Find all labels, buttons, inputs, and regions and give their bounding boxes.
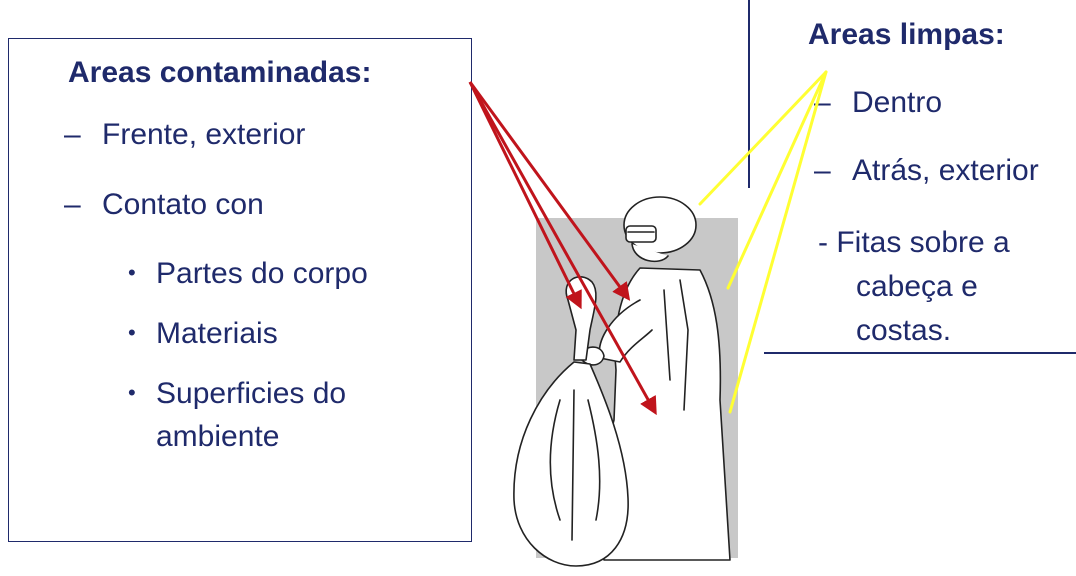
- contaminated-item-contact-label: Contato con: [102, 188, 264, 221]
- clean-item-back: –Atrás, exterior: [814, 152, 1039, 190]
- contaminated-areas-box: [8, 38, 472, 542]
- contaminated-sub-surfaces-line2: ambiente: [156, 420, 280, 453]
- clean-item-ties-line1: - Fitas sobre a: [818, 226, 1010, 259]
- worker-figure-icon: [513, 196, 738, 567]
- contaminated-sub-surfaces: • Superficies do: [128, 374, 346, 413]
- bullet: •: [128, 260, 136, 285]
- contaminated-arrows: [468, 81, 657, 416]
- clean-lines: [698, 70, 828, 414]
- contaminated-title: Areas contaminadas:: [68, 56, 372, 89]
- arrow-to-front: [468, 81, 657, 416]
- clean-box-border-left: [748, 0, 750, 188]
- clean-item-back-label: Atrás, exterior: [852, 154, 1039, 187]
- clean-title: Areas limpas:: [808, 18, 1005, 51]
- sub-body-parts-label: Partes do corpo: [156, 257, 368, 290]
- sub-materials-label: Materiais: [156, 317, 278, 350]
- arrow-to-hand: [468, 81, 582, 310]
- bullet: •: [128, 380, 136, 405]
- dash: –: [64, 188, 81, 221]
- clean-item-inside: –Dentro: [814, 84, 942, 122]
- contaminated-item-front-label: Frente, exterior: [102, 118, 306, 151]
- line-to-back: [726, 70, 828, 290]
- clean-box-border-bottom: [764, 352, 1076, 354]
- contaminated-sub-body-parts: • Partes do corpo: [128, 254, 368, 293]
- line-to-lower-back: [728, 70, 828, 414]
- sub-surfaces-label-1: Superficies do: [156, 377, 347, 410]
- dash: –: [64, 118, 81, 151]
- clean-item-ties-line3: costas.: [856, 314, 952, 347]
- clean-item-inside-label: Dentro: [852, 86, 943, 119]
- contaminated-sub-materials: • Materiais: [128, 314, 278, 353]
- dash: –: [814, 154, 831, 187]
- contaminated-item-front: –Frente, exterior: [64, 116, 305, 154]
- arrow-to-chest: [468, 81, 631, 301]
- clean-item-ties-line2: cabeça e: [856, 270, 978, 303]
- line-to-head: [698, 70, 828, 206]
- contaminated-item-contact: –Contato con: [64, 186, 264, 224]
- bullet: •: [128, 320, 136, 345]
